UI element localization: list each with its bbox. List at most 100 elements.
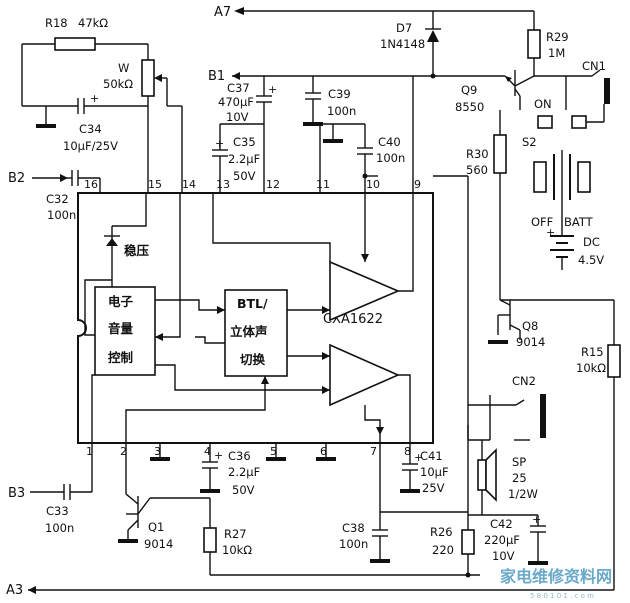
volume-block-line-2: 音量 — [108, 321, 134, 336]
c38-ref: C38 — [342, 521, 365, 535]
pin-4: 4 — [204, 445, 211, 458]
c40-ref: C40 — [378, 135, 401, 149]
c38-value: 100n — [339, 537, 368, 551]
c39-capacitor — [303, 76, 365, 193]
r29-resistor — [527, 11, 541, 76]
d7-value: 1N4148 — [380, 37, 425, 51]
c33-value: 100n — [45, 521, 74, 535]
pin-3: 3 — [154, 445, 161, 458]
c41-value: 10μF — [420, 465, 449, 479]
btl-switch-block — [224, 289, 288, 377]
cn1-ref: CN1 — [582, 59, 606, 73]
c35-volt: 50V — [233, 169, 256, 183]
pin-7: 7 — [370, 445, 377, 458]
r18-resistor — [21, 37, 149, 107]
c42-value: 220μF — [484, 533, 520, 547]
ic-pin-labels-top: 16 15 14 13 12 11 10 9 — [84, 178, 421, 191]
c34-value: 10μF/25V — [63, 139, 118, 153]
pin-9: 9 — [414, 178, 421, 191]
w-ref: W — [118, 61, 129, 75]
d7-diode — [412, 11, 441, 193]
svg-text:+: + — [215, 137, 224, 150]
q9-value: 8550 — [455, 100, 484, 114]
pin-2: 2 — [120, 445, 127, 458]
c42-capacitor: + — [468, 513, 548, 565]
r30-ref: R30 — [466, 147, 489, 161]
amplifier-lower — [329, 343, 400, 407]
s2-on-label: ON — [534, 97, 552, 111]
volume-block-line-1: 电子 — [108, 294, 134, 309]
pin-1: 1 — [86, 445, 93, 458]
c41-volt: 25V — [422, 481, 445, 495]
net-a3-label: A3 — [6, 583, 23, 598]
cn2-ref: CN2 — [512, 374, 536, 388]
net-a7-line — [234, 7, 534, 15]
r27-value: 10kΩ — [222, 543, 252, 557]
pin-10: 10 — [366, 178, 380, 191]
cn2-connector — [468, 394, 546, 441]
c39-ref: C39 — [328, 87, 351, 101]
c34-capacitor: + — [36, 92, 148, 128]
svg-text:+: + — [532, 513, 541, 526]
net-b3-line — [30, 443, 93, 500]
r15-value: 10kΩ — [576, 361, 606, 375]
c42-ref: C42 — [490, 517, 513, 531]
pin-13: 13 — [216, 178, 230, 191]
c35-capacitor: + — [212, 124, 228, 193]
c36-volt: 50V — [232, 483, 255, 497]
q8-transistor — [488, 299, 614, 344]
r27-ref: R27 — [224, 527, 247, 541]
c40-capacitor — [357, 124, 378, 193]
c39-value: 100n — [327, 104, 356, 118]
net-b1-label: B1 — [208, 69, 225, 84]
ic-pin-labels-bottom: 1 2 3 4 5 6 7 8 — [86, 445, 411, 458]
c40-value: 100n — [376, 151, 405, 165]
c36-ref: C36 — [228, 449, 251, 463]
batt-type: DC — [583, 235, 600, 249]
r26-value: 220 — [432, 543, 454, 557]
q8-ref: Q8 — [522, 319, 538, 333]
svg-text:+: + — [214, 449, 223, 462]
r29-ref: R29 — [546, 30, 569, 44]
c37-value: 470μF — [218, 95, 254, 109]
pin-12: 12 — [266, 178, 280, 191]
q8-value: 9014 — [516, 335, 545, 349]
r26-resistor — [210, 405, 480, 578]
c32-value: 100n — [47, 208, 76, 222]
speaker — [467, 425, 497, 515]
pin-14: 14 — [182, 178, 196, 191]
r29-value: 1M — [548, 46, 565, 60]
battery: + — [546, 212, 574, 270]
c36-value: 2.2μF — [228, 465, 260, 479]
watermark-url: 5 8 0 1 0 1 . c o m — [530, 592, 594, 600]
q1-ref: Q1 — [148, 520, 164, 534]
net-a3-line — [28, 586, 614, 594]
q1-transistor — [118, 443, 151, 543]
net-b2-label: B2 — [8, 171, 25, 186]
r27-resistor — [150, 497, 217, 575]
q9-transistor — [504, 70, 566, 110]
net-b2-line — [32, 170, 101, 193]
c41-ref: C41 — [420, 449, 443, 463]
w-potentiometer — [141, 59, 183, 193]
r18-value: 47kΩ — [78, 16, 108, 30]
pin-16: 16 — [84, 178, 98, 191]
ic-internal-wiring — [84, 193, 414, 443]
svg-text:+: + — [90, 92, 99, 105]
pin-5: 5 — [270, 445, 277, 458]
r26-ref: R26 — [430, 525, 453, 539]
svg-text:+: + — [414, 451, 423, 464]
volume-block-line-3: 控制 — [108, 350, 133, 365]
r18-ref: R18 — [45, 16, 68, 30]
s2-switch — [533, 104, 605, 212]
cn1-connector — [565, 69, 610, 110]
pin-8: 8 — [404, 445, 411, 458]
btl-block-line-1: BTL/ — [237, 296, 268, 311]
c32-ref: C32 — [46, 192, 69, 206]
net-b3-label: B3 — [8, 486, 25, 501]
s2-off-label: OFF — [531, 215, 553, 229]
speaker-value: 25 — [512, 471, 527, 485]
c38-capacitor — [370, 443, 468, 563]
amplifier-upper — [329, 260, 401, 322]
